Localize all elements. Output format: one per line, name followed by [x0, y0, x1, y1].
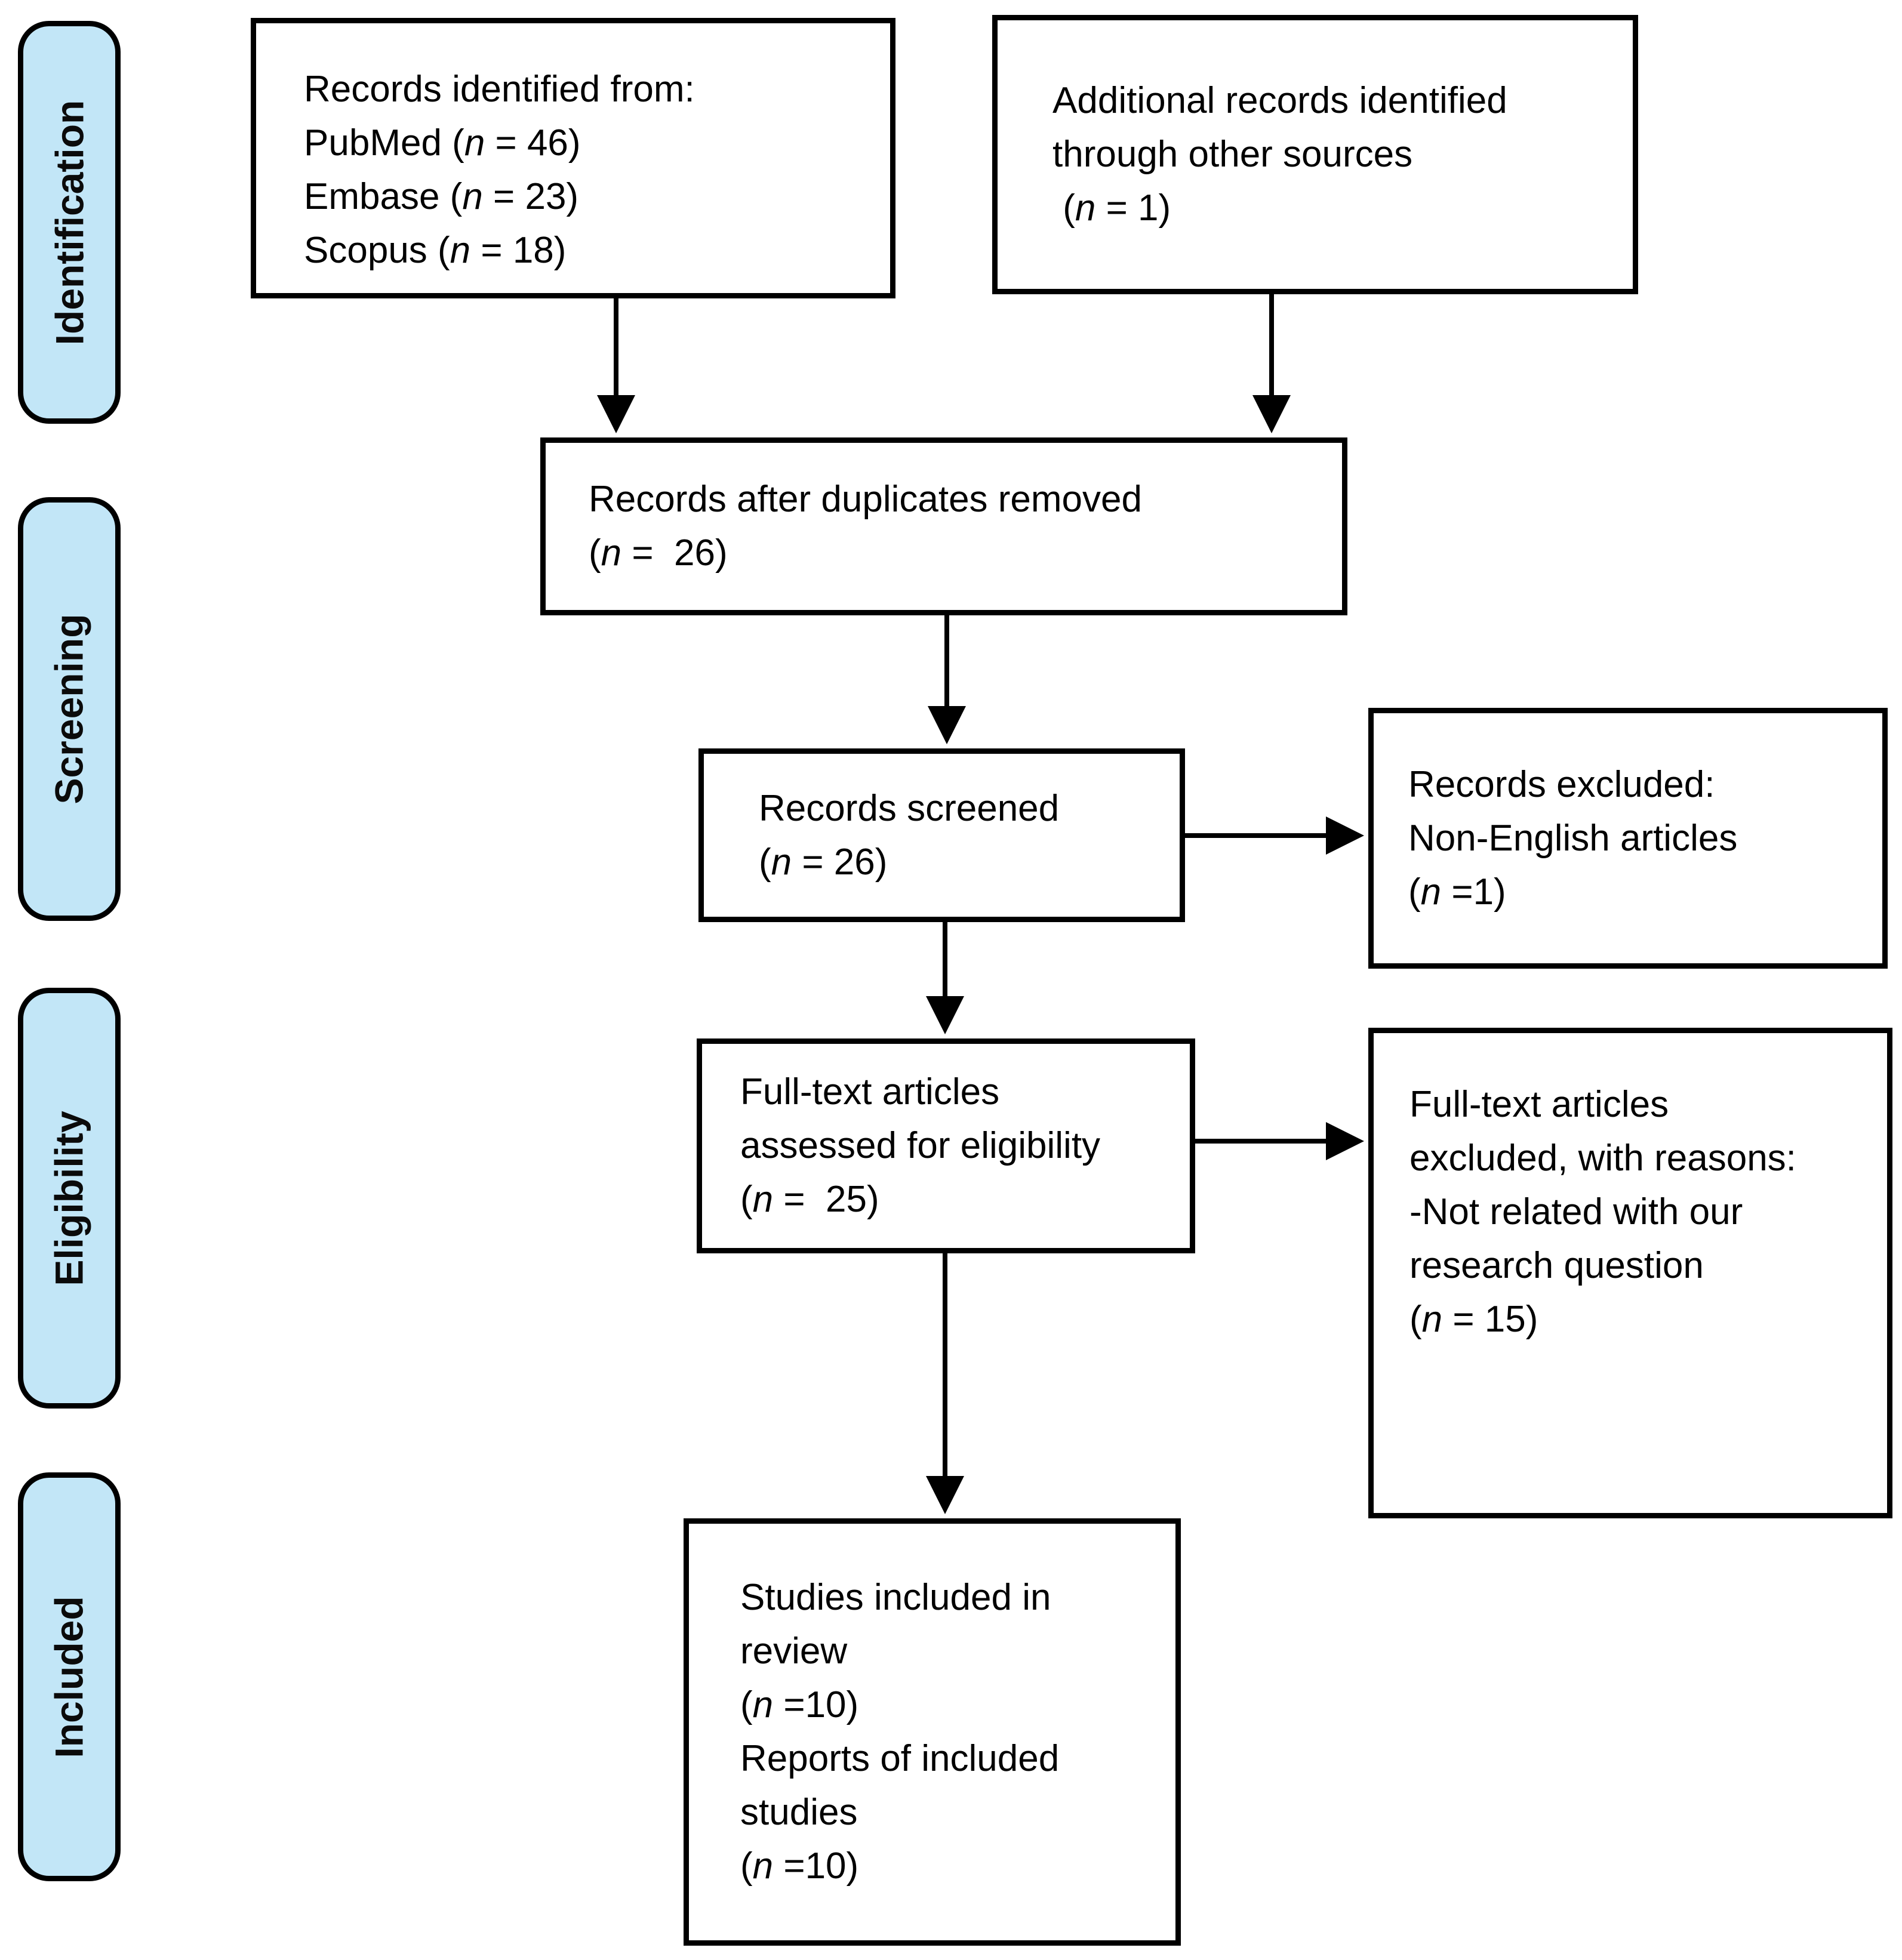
stage-label-eligibility: Eligibility: [18, 988, 121, 1409]
text-line: Records after duplicates removed: [589, 479, 1143, 520]
node-records-excluded: Records excluded: Non-English articles (n …: [1368, 708, 1888, 969]
text-line: (n = 25): [740, 1179, 879, 1220]
text-line: review: [740, 1631, 848, 1672]
text-line: Records identified from:: [304, 69, 695, 110]
node-records-after-duplicates-removed: Records after duplicates removed (n = 26): [540, 437, 1347, 615]
node-additional-records: Additional records identified through oth…: [992, 15, 1638, 294]
stage-label-text: Eligibility: [47, 1110, 92, 1286]
stage-label-included: Included: [18, 1472, 121, 1881]
node-records-identified: Records identified from: PubMed (n = 46) E…: [251, 18, 895, 298]
stage-label-text: Screening: [47, 614, 92, 805]
node-fulltext-excluded: Full-text articles excluded, with reasons…: [1368, 1028, 1892, 1518]
text-line: Reports of included: [740, 1738, 1060, 1779]
stage-label-text: Included: [47, 1595, 92, 1758]
text-line: Embase (n = 23): [304, 176, 579, 217]
node-studies-included: Studies included in review (n =10) Reports …: [684, 1518, 1181, 1946]
text-line: (n =1): [1408, 871, 1506, 913]
text-line: (n =10): [740, 1684, 859, 1725]
text-line: (n = 1): [1052, 187, 1171, 229]
text-line: Scopus (n = 18): [304, 230, 567, 271]
text-line: -Not related with our: [1409, 1191, 1743, 1232]
stage-label-text: Identification: [47, 100, 92, 345]
text-line: studies: [740, 1792, 858, 1833]
text-line: Full-text articles: [1409, 1084, 1669, 1125]
text-line: excluded, with reasons:: [1409, 1138, 1796, 1179]
text-line: Records screened: [759, 787, 1060, 829]
text-line: (n = 15): [1409, 1299, 1538, 1340]
stage-label-screening: Screening: [18, 497, 121, 921]
text-line: research question: [1409, 1245, 1704, 1286]
text-line: (n = 26): [759, 841, 888, 883]
text-line: (n = 26): [589, 532, 728, 574]
text-line: assessed for eligibility: [740, 1125, 1101, 1166]
text-line: Studies included in: [740, 1577, 1051, 1618]
text-line: Full-text articles: [740, 1071, 1000, 1112]
text-line: Records excluded:: [1408, 763, 1715, 805]
node-fulltext-assessed: Full-text articles assessed for eligibili…: [697, 1038, 1195, 1253]
text-line: (n =10): [740, 1845, 859, 1887]
text-line: Additional records identified: [1052, 80, 1507, 121]
text-line: PubMed (n = 46): [304, 122, 581, 164]
text-line: through other sources: [1052, 134, 1413, 175]
node-records-screened: Records screened (n = 26): [698, 748, 1185, 922]
stage-label-identification: Identification: [18, 21, 121, 424]
text-line: Non-English articles: [1408, 817, 1738, 859]
